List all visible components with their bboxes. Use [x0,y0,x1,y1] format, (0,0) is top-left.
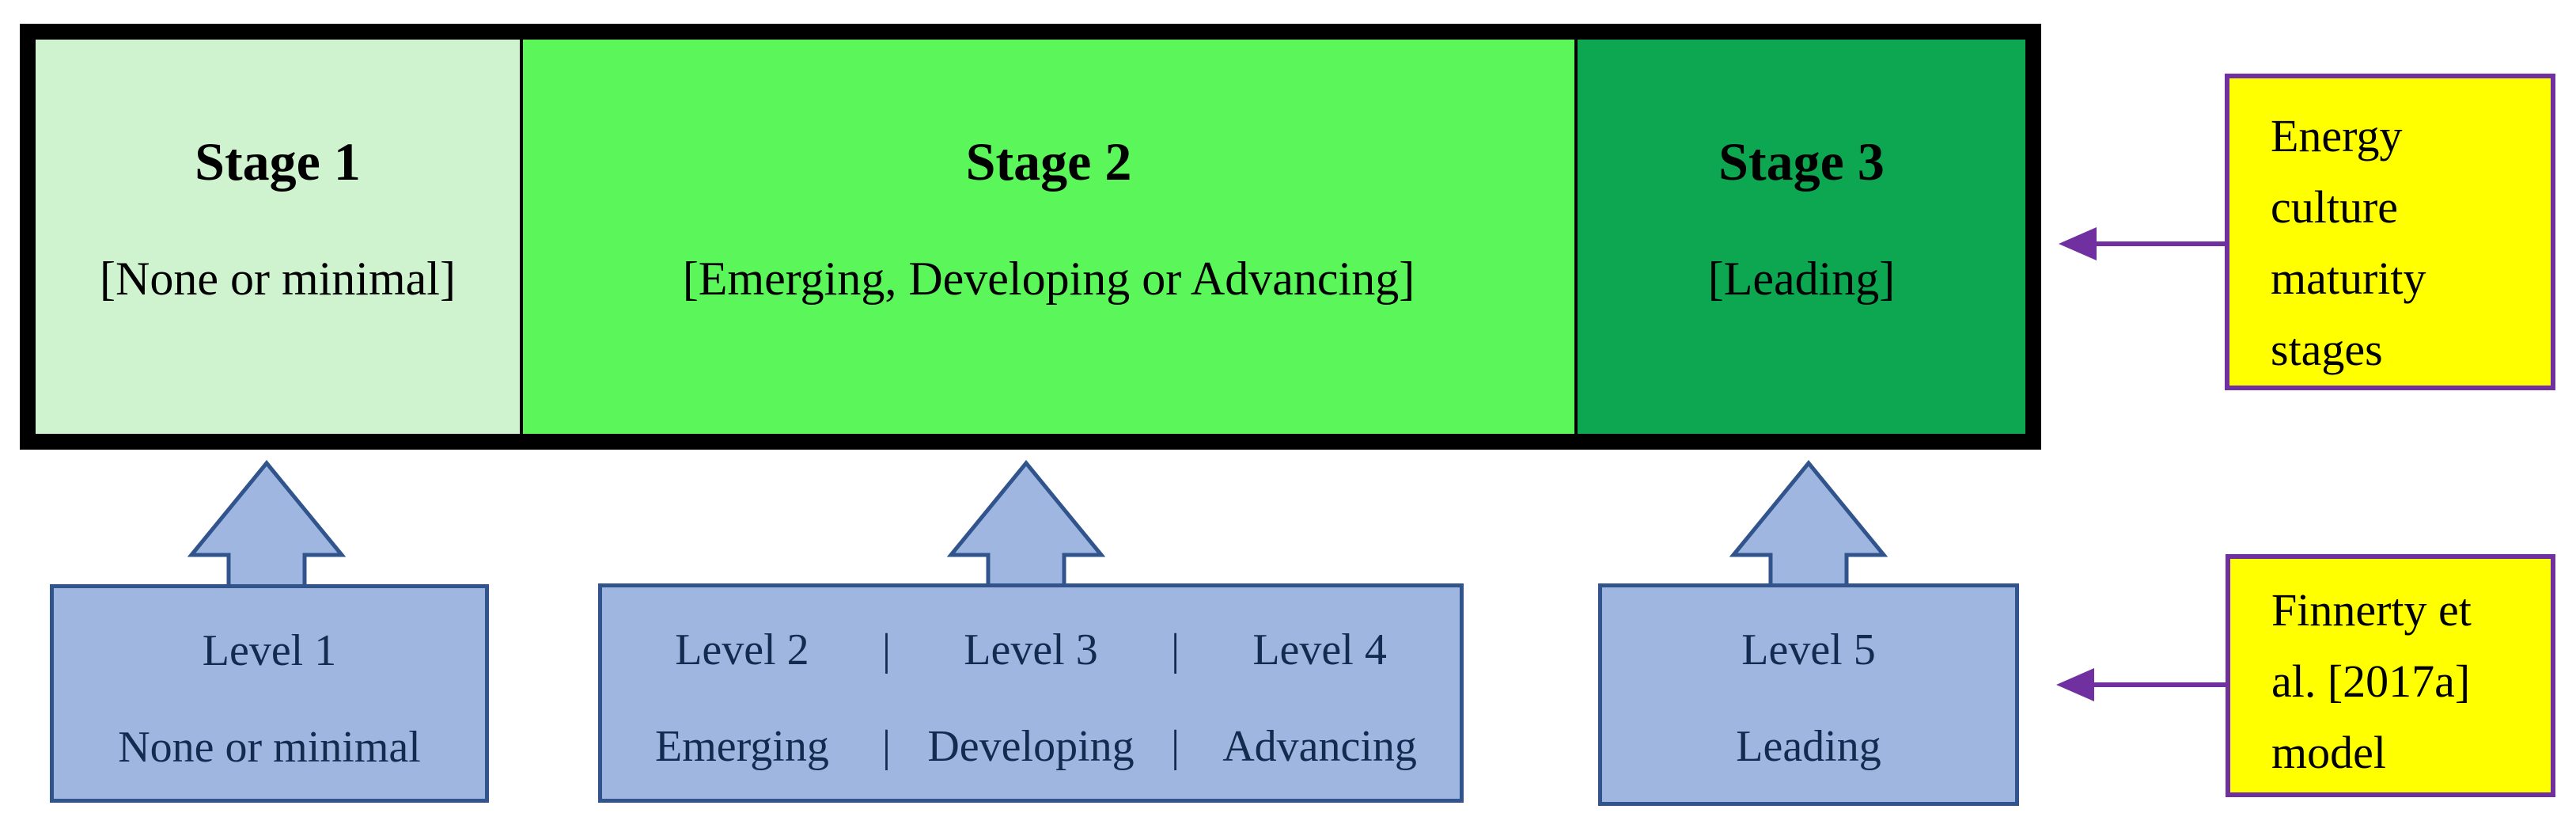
level-3-label: Level 3 [964,625,1098,674]
level-5-label: Level 5 [1741,625,1876,674]
level-2-description: Emerging [655,722,829,771]
up-arrow-level1-icon [188,460,346,591]
annotation-energy-culture-maturity-stages: Energy culture maturity stages [2225,74,2555,390]
annotation-finnerty-model: Finnerty et al. [2017a] model [2226,554,2555,797]
stage-3-title: Stage 3 [1718,131,1885,192]
annotation-line: Finnerty et [2271,584,2472,636]
up-arrow-level5-icon [1729,460,1888,591]
levels-2-3-4-label-row: Level 2 | Level 3 | Level 4 [602,624,1460,676]
annotation-line: stages [2271,324,2383,375]
stage-3-subtitle: [Leading] [1707,253,1896,305]
stage-2-subtitle: [Emerging, Developing or Advancing] [682,253,1415,305]
annotation-line: model [2271,727,2386,778]
separator-bar: | [881,625,892,674]
levels-2-3-4-description-row: Emerging | Developing | Advancing [602,720,1460,773]
separator-bar: | [1170,722,1180,771]
stage-2-segment: Stage 2 [Emerging, Developing or Advanci… [520,40,1574,434]
stage-1-title: Stage 1 [195,131,361,192]
stage-1-segment: Stage 1 [None or minimal] [36,40,520,434]
level-5-box: Level 5 Leading [1598,583,2019,806]
levels-2-3-4-box: Level 2 | Level 3 | Level 4 Emerging | D… [598,583,1464,803]
level-1-box: Level 1 None or minimal [50,584,489,803]
annotation-line: culture [2271,181,2399,233]
maturity-stage-bar: Stage 1 [None or minimal] Stage 2 [Emerg… [20,24,2041,450]
level-3-description: Developing [927,722,1135,771]
level-2-label: Level 2 [675,625,809,674]
level-4-description: Advancing [1222,722,1417,771]
stage-3-segment: Stage 3 [Leading] [1574,40,2025,434]
annotation-line: Energy [2271,110,2403,161]
level-1-label: Level 1 [202,626,337,675]
level-5-description: Leading [1736,722,1881,771]
pointer-arrow-model-icon [2056,668,2226,701]
stage-2-title: Stage 2 [965,131,1132,192]
separator-bar: | [1170,625,1180,674]
up-arrow-levels234-icon [947,460,1105,591]
pointer-arrow-stages-icon [2059,227,2226,260]
separator-bar: | [881,722,892,771]
level-1-description: None or minimal [118,723,421,772]
level-4-label: Level 4 [1252,625,1387,674]
annotation-line: maturity [2271,253,2426,304]
stage-1-subtitle: [None or minimal] [100,253,456,305]
annotation-line: al. [2017a] [2271,655,2471,707]
